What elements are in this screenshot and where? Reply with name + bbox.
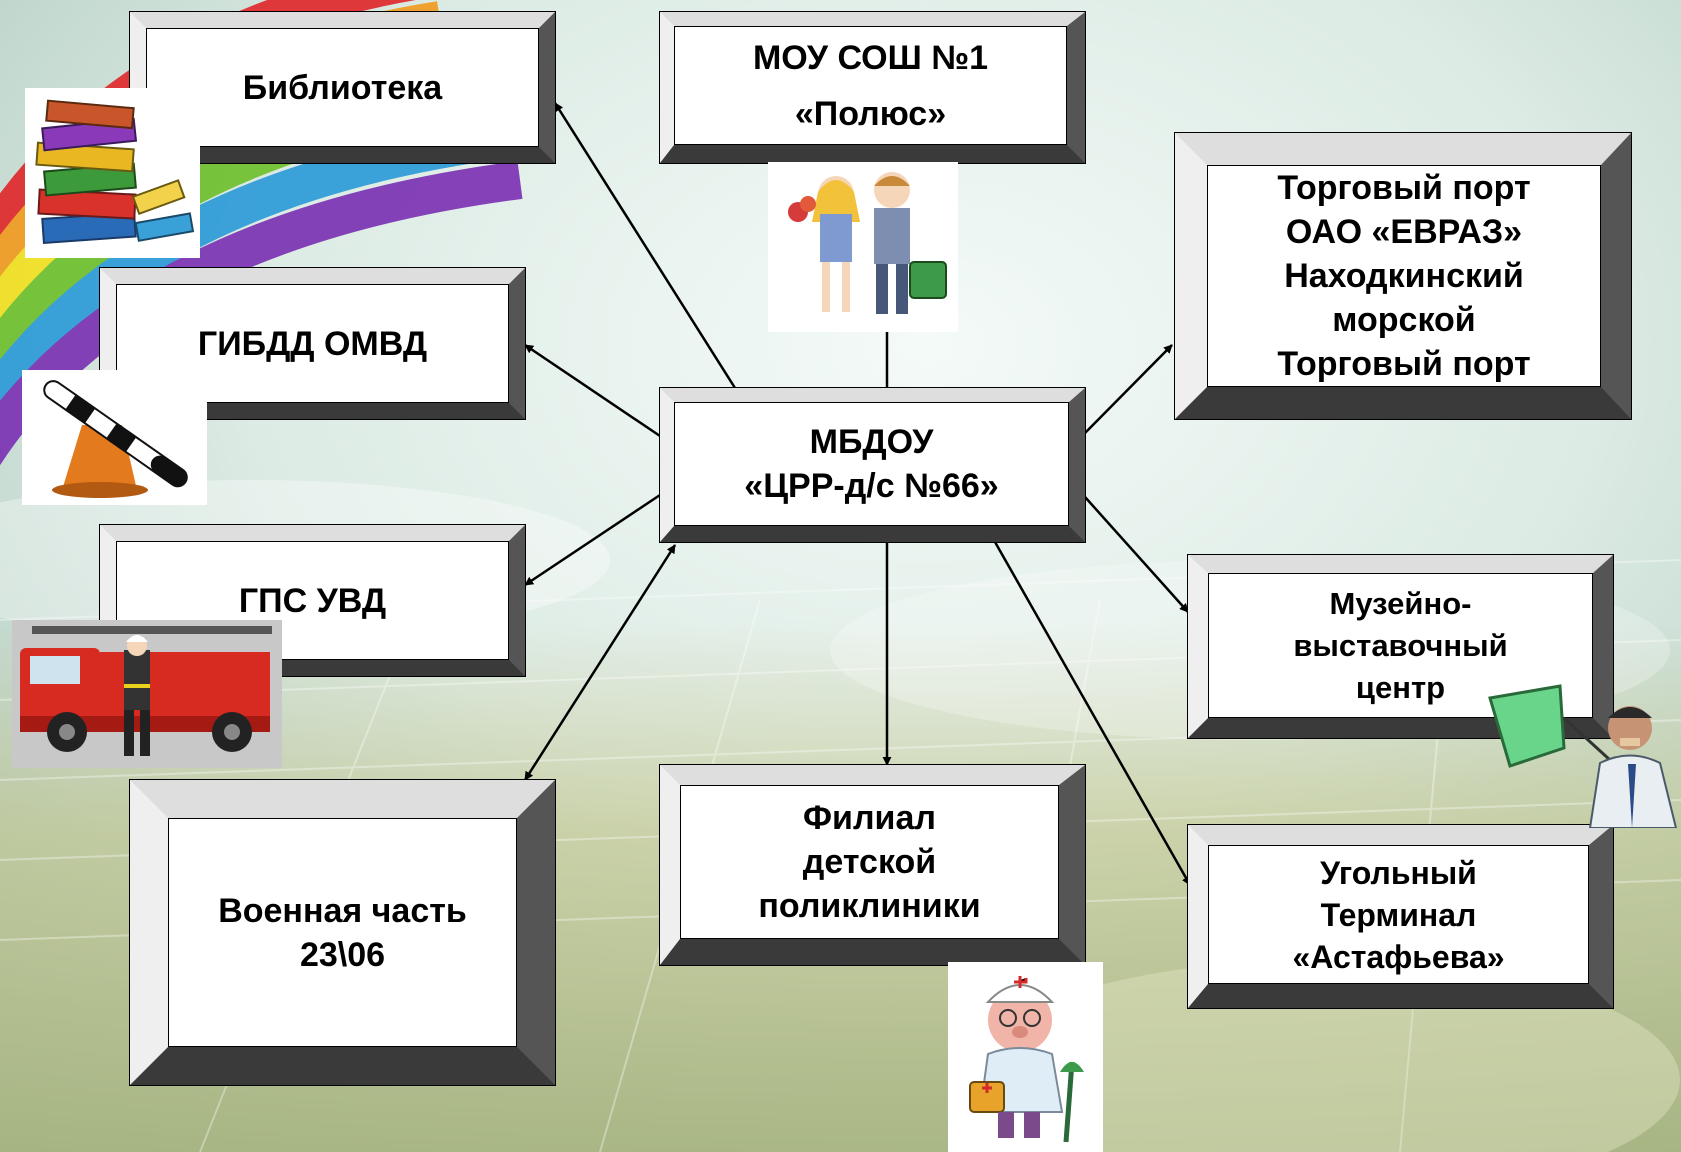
doctor-icon xyxy=(948,962,1103,1152)
arrow-to-library xyxy=(553,102,737,389)
arrow-military-center xyxy=(523,544,677,781)
arrow-to-port xyxy=(1084,344,1173,434)
books-icon xyxy=(25,88,200,258)
arrow-to-coal xyxy=(993,541,1192,886)
node-center-label: МБДОУ«ЦРР-д/с №66» xyxy=(744,423,999,505)
node-gps-label: ГПС УВД xyxy=(238,581,387,620)
teacher-icon xyxy=(1488,684,1678,828)
arrow-to-museum xyxy=(1084,496,1189,613)
node-library: Библиотека xyxy=(130,12,555,163)
node-museum: Музейно-выставочный центр xyxy=(1188,555,1613,738)
node-museum-label: Музейно-выставочный центр xyxy=(1293,585,1508,705)
children-icon xyxy=(768,162,958,332)
fire-truck-icon xyxy=(12,620,282,768)
traffic-baton-icon xyxy=(22,370,207,505)
arrow-to-gps xyxy=(524,493,661,587)
node-library-label: Библиотека xyxy=(242,68,443,107)
arrow-to-gibdd xyxy=(524,343,661,438)
node-gibdd-label: ГИБДД ОМВД xyxy=(197,324,428,363)
node-school: МОУ СОШ №1«Полюс» xyxy=(660,12,1085,163)
node-school-label: МОУ СОШ №1«Полюс» xyxy=(752,38,989,133)
node-center: МБДОУ«ЦРР-д/с №66» xyxy=(660,388,1085,542)
